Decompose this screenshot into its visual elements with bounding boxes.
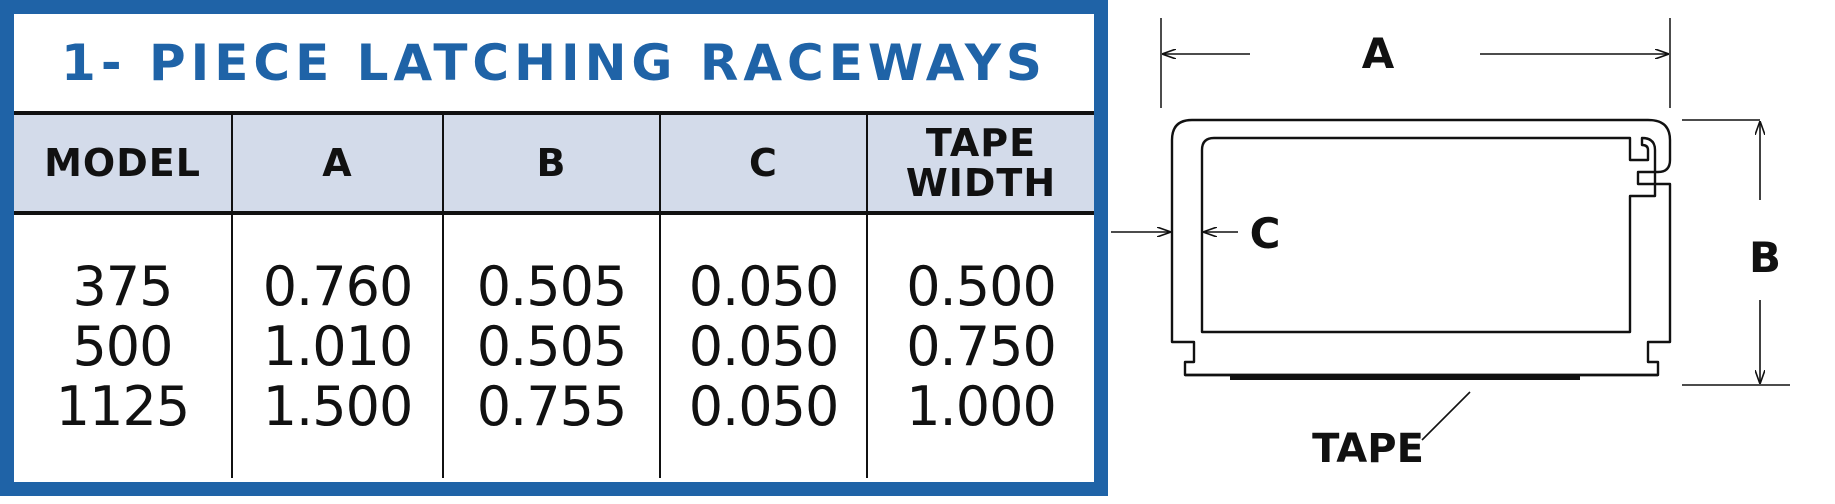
column-model: 375 500 1125 bbox=[14, 215, 233, 478]
raceway-profile bbox=[1170, 118, 1672, 377]
table-cell: 0.050 bbox=[688, 374, 840, 438]
tape-strip bbox=[1230, 375, 1580, 380]
table-cell: 0.050 bbox=[688, 314, 840, 378]
column-tape-width: 0.500 0.750 1.000 bbox=[868, 215, 1094, 478]
table-cell: 1125 bbox=[55, 374, 190, 438]
table-cell: 0.505 bbox=[476, 314, 628, 378]
tape-leader: TAPE bbox=[1312, 391, 1471, 472]
table-cell: 0.505 bbox=[476, 254, 628, 318]
header-c: C bbox=[661, 115, 868, 211]
table-title: 1- PIECE LATCHING RACEWAYS bbox=[61, 33, 1047, 92]
table-cell: 0.750 bbox=[906, 314, 1057, 378]
column-a: 0.760 1.010 1.500 bbox=[233, 215, 444, 478]
header-b: B bbox=[444, 115, 661, 211]
column-b: 0.505 0.505 0.755 bbox=[444, 215, 661, 478]
table-cell: 0.760 bbox=[262, 254, 414, 318]
table-cell: 1.500 bbox=[262, 374, 414, 438]
table-header-row: MODEL A B C TAPE WIDTH bbox=[14, 111, 1094, 215]
table-body: 375 500 1125 0.760 1.010 1.500 0.505 0.5… bbox=[14, 215, 1094, 478]
table-cell: 500 bbox=[72, 314, 173, 378]
dimension-b: B bbox=[1682, 119, 1790, 386]
raceway-spec-table: 1- PIECE LATCHING RACEWAYS MODEL A B C T… bbox=[0, 0, 1108, 496]
label-a: A bbox=[1362, 29, 1395, 78]
raceway-cross-section-diagram: A C B TAPE bbox=[1111, 18, 1790, 472]
header-a: A bbox=[233, 115, 444, 211]
header-tape-width: TAPE WIDTH bbox=[868, 115, 1094, 211]
dimension-c: C bbox=[1111, 209, 1280, 258]
dimension-a: A bbox=[1160, 18, 1671, 108]
table-cell: 0.500 bbox=[906, 254, 1057, 318]
label-tape: TAPE bbox=[1312, 426, 1424, 472]
table-cell: 0.050 bbox=[688, 254, 840, 318]
label-c: C bbox=[1250, 209, 1281, 258]
column-c: 0.050 0.050 0.050 bbox=[661, 215, 868, 478]
label-b: B bbox=[1749, 233, 1781, 282]
table-cell: 0.755 bbox=[476, 374, 628, 438]
header-model: MODEL bbox=[14, 115, 233, 211]
table-cell: 1.010 bbox=[262, 314, 414, 378]
table-cell: 1.000 bbox=[906, 374, 1057, 438]
table-cell: 375 bbox=[72, 254, 173, 318]
header-tape-width-text: TAPE WIDTH bbox=[905, 121, 1057, 205]
